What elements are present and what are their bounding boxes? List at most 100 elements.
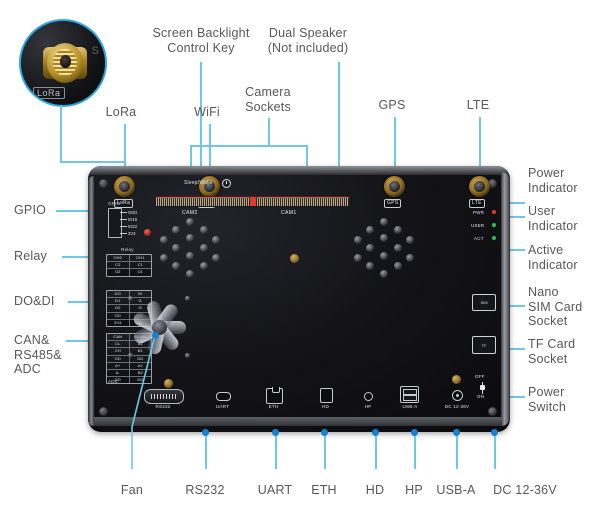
lte-silkscreen: LTE (469, 199, 485, 208)
hd-silkscreen: HD (321, 404, 330, 409)
leader-lora (124, 124, 126, 180)
leader-rs232 (205, 432, 207, 469)
power-indicator-led (492, 210, 496, 214)
can-cell: GD (107, 356, 129, 363)
cooling-fan (128, 296, 190, 358)
do-cell: 3V3 (114, 319, 122, 325)
usb-a-port[interactable] (400, 386, 419, 403)
leader-camera-bracket (190, 145, 307, 147)
dot-eth (321, 429, 328, 436)
label-active-indicator: Active Indicator (528, 243, 578, 272)
standoff-hole-center (290, 254, 299, 263)
user-silkscreen: USER (471, 223, 485, 228)
wifi-antenna-socket[interactable] (199, 176, 220, 197)
hp-audio-jack-port[interactable] (364, 392, 373, 401)
leader-gpio (56, 210, 117, 212)
do-cell: D1 (107, 298, 129, 306)
bottom-port-plate (94, 417, 502, 426)
relay-cell: C1 (129, 262, 151, 270)
screw-bottom-left (99, 407, 108, 416)
gps-antenna-socket[interactable] (384, 176, 405, 197)
di-cell: I1 (129, 298, 151, 306)
can-cell: CL (107, 341, 129, 349)
lora-silkscreen: LoRa (114, 199, 134, 208)
label-fan: Fan (120, 483, 144, 497)
act-silkscreen: ACT (474, 236, 484, 241)
dot-fan (152, 332, 159, 339)
standoff-hole-left (164, 379, 173, 388)
dot-hp (411, 429, 418, 436)
do-cell: DO (107, 291, 129, 299)
relay-terminal-block[interactable]: CH2 C2 O2 CH1 C1 O1 (106, 254, 152, 277)
leader-lte (479, 117, 481, 180)
eth-silkscreen: ETH (268, 404, 279, 409)
di-cell: DI (129, 291, 151, 299)
lora-antenna-socket[interactable] (114, 176, 135, 197)
leader-uart (275, 432, 277, 469)
dot-hd (372, 429, 379, 436)
leader-usb-a (456, 432, 458, 469)
sleep-wake-silkscreen: Sleep/Wake (184, 180, 213, 186)
cam1-socket[interactable] (256, 197, 349, 206)
can-cell: GD (114, 377, 121, 383)
label-camera-sockets: Camera Sockets (245, 85, 291, 114)
uart-silkscreen: UART (215, 404, 230, 409)
rs485-cell: GD (137, 377, 144, 383)
usb-a-silkscreen: USB-A (402, 404, 418, 409)
dot-rs232 (202, 429, 209, 436)
gpio-pin-label: IO16 (128, 217, 138, 222)
gpio-pin-label: 3V3 (128, 231, 136, 236)
tf-card-socket[interactable]: TF (472, 336, 496, 354)
lte-antenna-socket[interactable] (469, 176, 490, 197)
speaker-grille-right (354, 218, 416, 280)
switch-off-label: OFF (475, 374, 485, 379)
leader-inset (60, 105, 62, 162)
can-cell: A- (107, 370, 129, 378)
inset-ghost-text: S (91, 45, 99, 57)
leader-dual-speaker (338, 62, 340, 240)
gpio-pin-bar (108, 208, 122, 238)
label-uart: UART (257, 483, 293, 497)
rs232-db9-port[interactable] (144, 389, 184, 404)
leader-screen-backlight (200, 62, 202, 184)
leader-eth (324, 432, 326, 469)
rs485-cell: B2 (129, 370, 151, 378)
tf-socket-label: TF (481, 342, 487, 348)
dot-dc (491, 429, 498, 436)
gpio-pin-label: GND (128, 210, 138, 215)
can-cell: CAN (107, 334, 129, 342)
relay-cell: CH2 (107, 255, 129, 263)
cam2-silkscreen: CAM2 (182, 210, 198, 216)
user-indicator-led (492, 223, 496, 227)
label-screen-backlight: Screen Backlight Control Key (152, 26, 250, 55)
leader-user-ind (500, 216, 525, 218)
screen-backlight-control-key[interactable] (144, 229, 151, 236)
label-power-indicator: Power Indicator (528, 166, 578, 195)
leader-hp (414, 432, 416, 469)
relay-block-name: Relay (121, 247, 134, 252)
label-rs232: RS232 (185, 483, 225, 497)
cam2-socket[interactable] (156, 197, 249, 206)
switch-knob[interactable] (480, 385, 485, 390)
dc-silkscreen: DC 12-36V (444, 404, 470, 409)
hp-silkscreen: HP (364, 404, 372, 409)
label-hd: HD (365, 483, 385, 497)
label-hp: HP (405, 483, 423, 497)
can-cell: A+ (107, 363, 129, 371)
label-dc-in: DC 12-36V (493, 483, 557, 497)
camera-socket-strip[interactable] (156, 196, 349, 207)
relay-cell: CH1 (129, 255, 151, 263)
eth-rj45-port[interactable] (266, 387, 283, 404)
leader-wifi (209, 124, 211, 180)
active-indicator-led (492, 236, 496, 240)
leader-inset-h (60, 161, 126, 163)
hd-hdmi-port[interactable] (320, 388, 333, 403)
power-switch[interactable]: OFF ON (474, 374, 496, 402)
nano-sim-card-socket[interactable]: SIM (472, 294, 496, 311)
dot-uart (272, 429, 279, 436)
pwr-silkscreen: PWR (473, 210, 485, 215)
label-can-rs485-adc: CAN& RS485& ADC (14, 333, 62, 376)
dc-power-jack-port[interactable] (452, 390, 463, 401)
uart-usb-c-port[interactable] (216, 392, 231, 401)
